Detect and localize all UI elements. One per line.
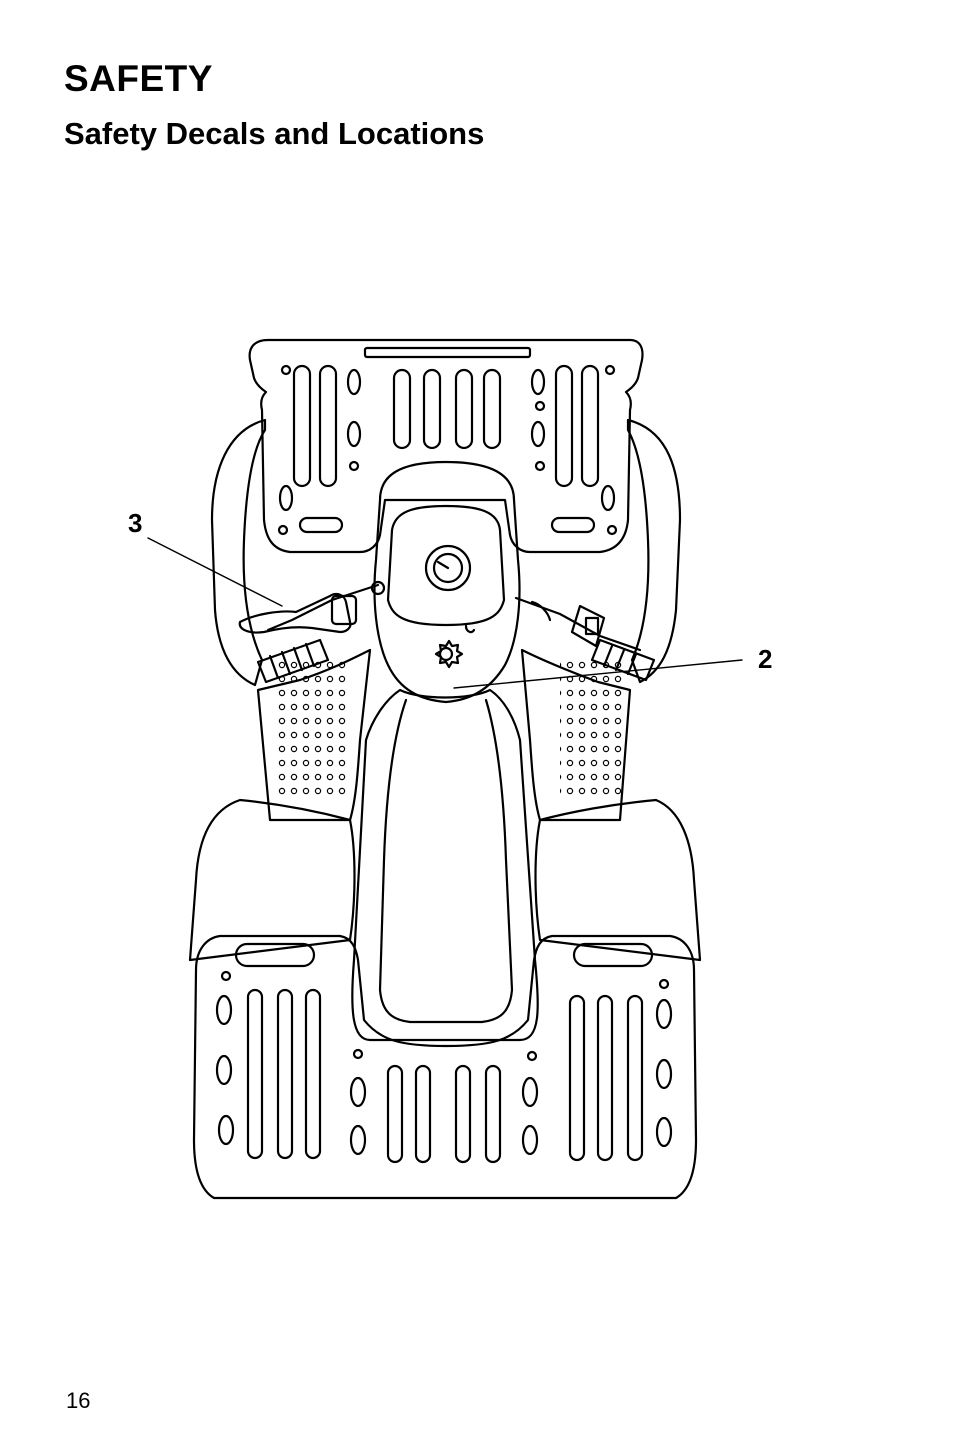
page-number: 16 <box>66 1388 90 1414</box>
callout-2-label: 2 <box>758 644 772 674</box>
seat <box>352 690 538 1040</box>
footwell-left <box>258 650 370 820</box>
front-rack <box>250 340 643 552</box>
front-fender-right <box>628 420 680 682</box>
rear-rack <box>194 936 696 1198</box>
callout-3-label: 3 <box>128 508 142 538</box>
front-fender-left <box>212 420 265 685</box>
handlebar-pod <box>375 462 520 702</box>
